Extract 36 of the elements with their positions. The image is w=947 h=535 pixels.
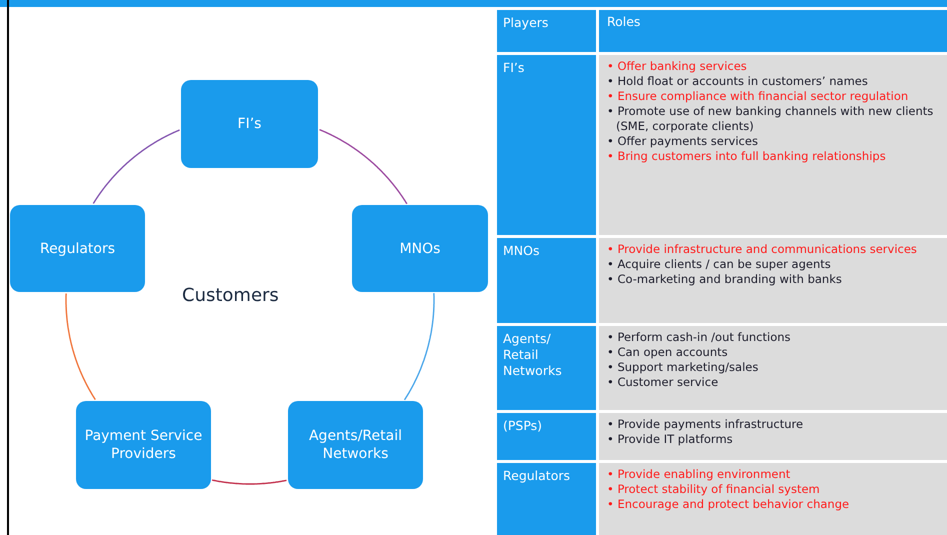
role-item: • Co-marketing and branding with banks <box>607 272 843 287</box>
player-cell: Regulators <box>497 463 599 535</box>
role-item: • Encourage and protect behavior change <box>607 497 850 512</box>
role-item: • Bring customers into full banking relationships <box>607 149 887 164</box>
player-cell: Agents/ Retail Networks <box>497 326 599 410</box>
player-cell: (PSPs) <box>497 413 599 460</box>
role-item: • Offer payments services <box>607 134 759 149</box>
player-cell: MNOs <box>497 238 599 323</box>
role-item: • Provide IT platforms <box>607 432 734 447</box>
role-item: • Hold float or accounts in customers’ names <box>607 74 869 89</box>
player-box: FI’s <box>181 80 318 168</box>
player-box: Regulators <box>10 205 145 292</box>
role-item: • Offer banking services <box>607 59 748 74</box>
center-label: Customers <box>182 285 279 306</box>
connector-arc <box>92 129 180 204</box>
connector-arc <box>212 479 287 485</box>
header-cell: Players <box>497 10 599 52</box>
header-cell: Roles <box>599 10 947 52</box>
role-item: • Perform cash-in /out functions <box>607 330 792 345</box>
role-item: • Customer service <box>607 375 720 390</box>
role-item: • Ensure compliance with financial sector regulation <box>607 89 910 104</box>
player-cell: FI’s <box>497 55 599 235</box>
role-item: • Can open accounts <box>607 345 729 360</box>
role-item: • Protect stability of financial system <box>607 482 821 497</box>
connector-arc <box>319 128 408 204</box>
role-item: • Provide payments infrastructure <box>607 417 804 432</box>
role-item: • Support marketing/sales <box>607 360 760 375</box>
player-box: MNOs <box>352 205 488 292</box>
connector-arc <box>65 293 96 400</box>
role-item: • Provide enabling environment <box>607 467 792 482</box>
role-item: • Promote use of new banking channels with new clients (SME, corporate clients) <box>607 104 934 134</box>
player-box: Payment Service Providers <box>76 401 211 489</box>
player-box: Agents/Retail Networks <box>288 401 423 489</box>
role-item: • Acquire clients / can be super agents <box>607 257 832 272</box>
role-item: • Provide infrastructure and communications services <box>607 242 918 257</box>
connector-arc <box>404 292 435 400</box>
